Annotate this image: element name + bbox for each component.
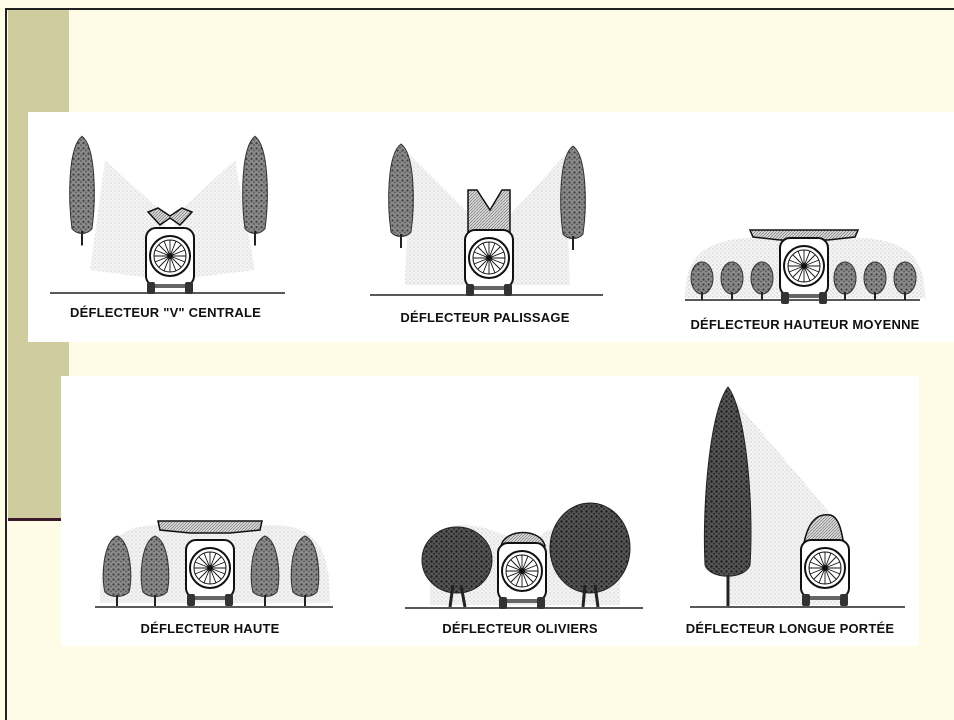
diagram-longue-portee: [690, 385, 910, 615]
diagram-v-centrale: [50, 130, 290, 300]
caption-v-centrale: DÉFLECTEUR "V" CENTRALE: [70, 305, 270, 320]
diagram-haute: [95, 515, 335, 615]
diagram-hauteur-moyenne: [680, 220, 930, 310]
diagram-palissage: [365, 130, 605, 300]
slide-divider-rule: [8, 518, 62, 521]
caption-haute: DÉFLECTEUR HAUTE: [110, 621, 310, 636]
caption-hauteur-moyenne: DÉFLECTEUR HAUTEUR MOYENNE: [680, 317, 930, 332]
caption-palissage: DÉFLECTEUR PALISSAGE: [380, 310, 590, 325]
diagram-oliviers: [405, 480, 645, 615]
caption-longue-portee: DÉFLECTEUR LONGUE PORTÉE: [685, 621, 895, 636]
caption-oliviers: DÉFLECTEUR OLIVIERS: [420, 621, 620, 636]
